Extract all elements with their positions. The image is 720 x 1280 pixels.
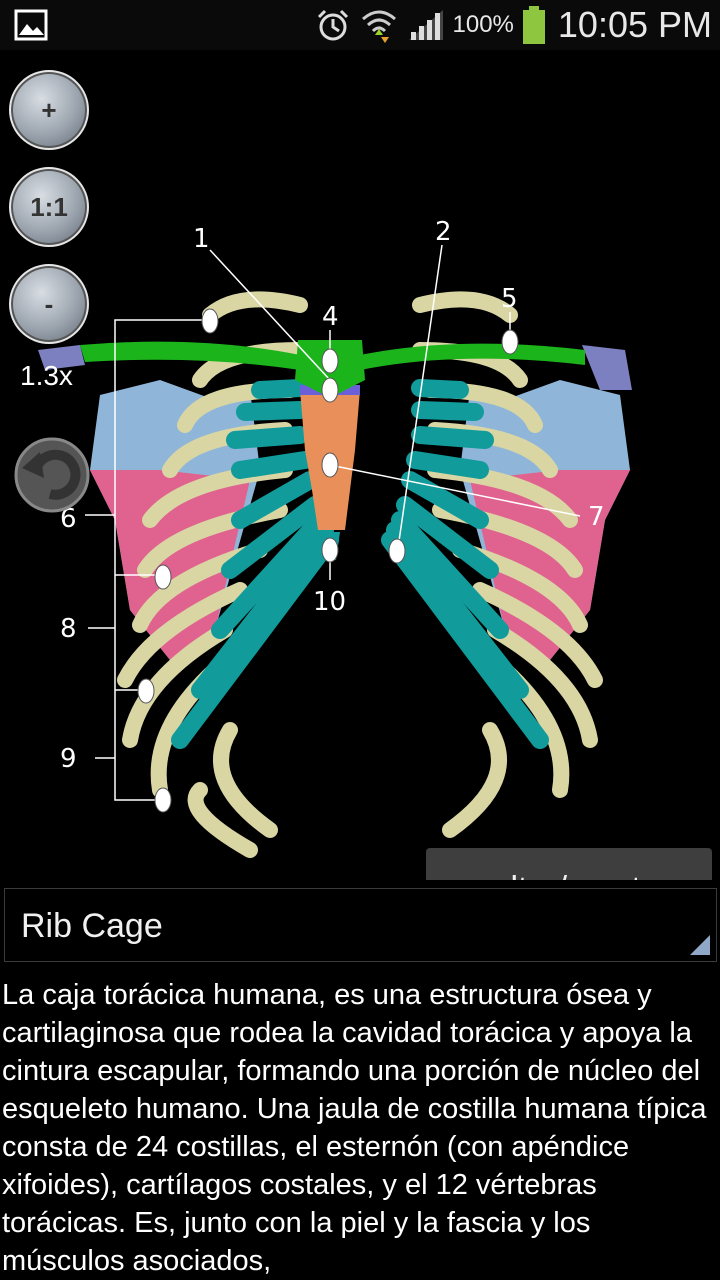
hide-show-button[interactable]: ocultar/mostrar <box>426 848 712 880</box>
signal-icon <box>408 10 443 40</box>
rib-cage-model[interactable]: 1 2 4 5 6 7 8 9 10 <box>0 50 720 880</box>
label-8: 8 <box>60 614 77 644</box>
zoom-out-label: - <box>44 288 54 319</box>
zoom-in-button[interactable]: + <box>9 70 89 150</box>
battery-percent: 100% <box>452 11 514 38</box>
zoom-reset-button[interactable]: 1:1 <box>9 167 89 247</box>
label-7: 7 <box>588 502 605 532</box>
wifi-icon <box>361 10 396 43</box>
label-6: 6 <box>60 504 77 534</box>
zoom-reset-label: 1:1 <box>30 191 68 222</box>
zoom-in-label: + <box>41 94 57 125</box>
part-selector[interactable]: Rib Cage <box>4 888 717 962</box>
clock: 10:05 PM <box>557 4 712 45</box>
label-4: 4 <box>322 302 339 332</box>
battery-icon <box>522 6 545 44</box>
label-5: 5 <box>501 284 518 314</box>
label-2: 2 <box>435 217 452 247</box>
label-10: 10 <box>313 587 346 617</box>
alarm-icon <box>317 9 348 41</box>
zoom-level: 1.3x <box>20 360 73 391</box>
zoom-out-button[interactable]: - <box>9 264 89 344</box>
rotate-icon[interactable] <box>6 430 92 520</box>
label-1: 1 <box>193 224 210 254</box>
dropdown-caret-icon <box>690 935 710 955</box>
status-bar: 100% 10:05 PM <box>0 0 720 50</box>
selected-part: Rib Cage <box>21 907 163 945</box>
anatomy-viewer[interactable]: 1 2 4 5 6 7 8 9 10 + 1:1 - 1.3x ocultar/… <box>0 50 720 880</box>
label-9: 9 <box>60 744 77 774</box>
description-text: La caja torácica humana, es una estructu… <box>2 979 707 1277</box>
gallery-icon <box>14 9 48 41</box>
